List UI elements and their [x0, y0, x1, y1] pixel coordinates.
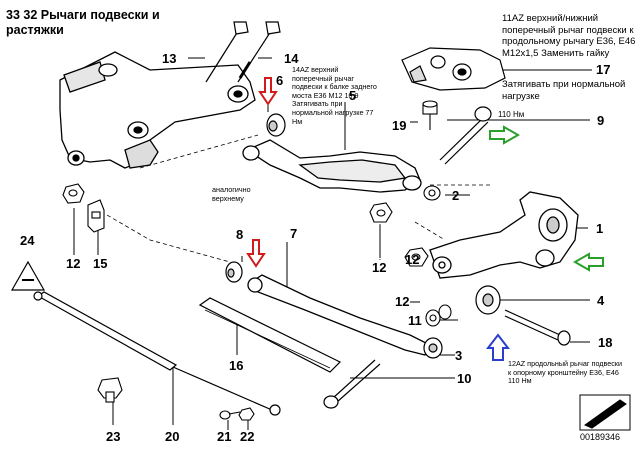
clip-23 — [97, 377, 123, 403]
bushing-8 — [225, 261, 243, 283]
callout-2: 2 — [452, 188, 459, 203]
callout-9: 9 — [597, 113, 604, 128]
bolt-14 — [237, 21, 281, 83]
callout-15: 15 — [93, 256, 107, 271]
callout-6: 6 — [276, 73, 283, 88]
callout-13: 13 — [162, 51, 176, 66]
callout-8: 8 — [236, 227, 243, 242]
gas-strut-20 — [33, 291, 281, 416]
callout-5: 5 — [349, 88, 356, 103]
trailing-arm-1 — [429, 191, 579, 279]
note-similar: аналогично верхнему — [212, 185, 251, 203]
diagram-id: 00189346 — [580, 432, 621, 442]
bushing-4 — [475, 285, 501, 315]
bracket-17 — [401, 47, 506, 91]
nut-12-mid — [369, 202, 393, 223]
callout-12-mid: 12 — [372, 260, 386, 275]
arrow-green-9 — [489, 125, 521, 145]
callout-4: 4 — [597, 293, 605, 308]
callout-1: 1 — [596, 221, 603, 236]
callout-11: 11 — [408, 313, 422, 328]
arrow-red-6 — [258, 77, 278, 106]
arrow-red-8 — [246, 239, 266, 268]
callout-20: 20 — [165, 429, 179, 444]
upper-arm-5 — [242, 139, 422, 193]
bushing-3 — [423, 337, 443, 359]
callout-12-right: 12 — [405, 252, 419, 267]
bracket-15 — [87, 199, 105, 233]
bolt-10 — [323, 359, 381, 409]
callout-10: 10 — [457, 371, 471, 386]
bolt-21 — [219, 410, 241, 420]
warning-label-24 — [10, 260, 46, 291]
callout-7: 7 — [290, 226, 297, 241]
callout-12-left: 12 — [66, 256, 80, 271]
note-14az: 14AZ верхний поперечный рычаг подвески к… — [292, 65, 377, 126]
note-11az: 11AZ верхний/нижний поперечный рычаг под… — [502, 13, 636, 59]
callout-23: 23 — [106, 429, 120, 444]
nut-22 — [238, 407, 255, 421]
callout-19: 19 — [392, 118, 406, 133]
arrow-green-1 — [572, 252, 604, 272]
note-11az-torque: Затягивать при нормальной нагрузке — [502, 79, 626, 102]
callout-16: 16 — [229, 358, 243, 373]
bolt-18 — [504, 309, 571, 346]
bushing-6 — [266, 113, 286, 137]
callout-14: 14 — [284, 51, 299, 66]
callout-24: 24 — [20, 233, 35, 248]
page-title: 33 32 Рычаги подвески и растяжки — [6, 8, 160, 37]
callout-17: 17 — [596, 62, 610, 77]
note-12az: 12AZ продольный рычаг подвески к опорном… — [508, 359, 622, 386]
subframe — [59, 51, 256, 169]
callout-numbers: 13 14 6 5 17 19 9 2 1 12 15 8 7 12 12 12… — [20, 51, 612, 444]
callout-21: 21 — [217, 429, 231, 444]
callout-3: 3 — [455, 348, 462, 363]
bolt-19 — [422, 100, 438, 130]
corner-car-icon — [579, 394, 631, 431]
nut-12-right-1 — [404, 247, 429, 267]
nut-12-left — [62, 183, 85, 204]
callout-18: 18 — [598, 335, 612, 350]
bolt-13 — [205, 21, 249, 83]
bolt-9 — [439, 106, 492, 165]
nut-2 — [423, 185, 441, 201]
arrow-blue-12az — [485, 333, 511, 361]
torque-9-label: 110 Нм — [498, 110, 524, 119]
washer-11 — [425, 304, 452, 327]
tie-bar-16 — [198, 297, 342, 373]
callout-12-lower: 12 — [395, 294, 409, 309]
callout-22: 22 — [240, 429, 254, 444]
